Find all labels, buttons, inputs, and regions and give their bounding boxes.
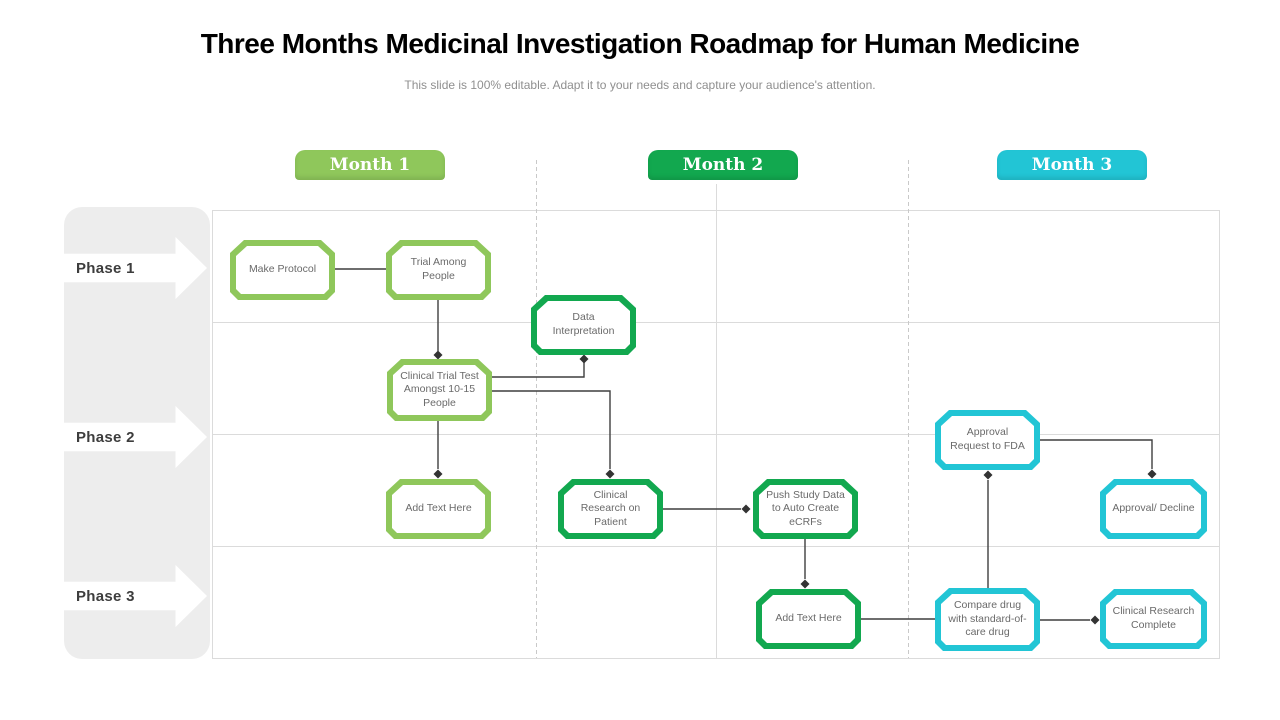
node-label: Clinical Research on Patient	[564, 485, 657, 533]
node-clinical-research-on-patient[interactable]: Clinical Research on Patient	[558, 479, 663, 539]
node-compare-drug[interactable]: Compare drug with standard-of-care drug	[935, 588, 1040, 651]
grid-lines	[212, 184, 1220, 659]
node-label: Data Interpretation	[537, 301, 630, 349]
node-push-study-data[interactable]: Push Study Data to Auto Create eCRFs	[753, 479, 858, 539]
connector-clinicaltrial-to-datainterpretation	[492, 362, 585, 378]
node-label: Push Study Data to Auto Create eCRFs	[759, 485, 852, 533]
node-clinical-trial-test[interactable]: Clinical Trial Test Amongst 10-15 People	[387, 359, 492, 421]
connector-approvalrequest-to-approvaldecline	[1040, 439, 1153, 469]
node-label: Clinical Trial Test Amongst 10-15 People	[393, 365, 486, 415]
node-label: Add Text Here	[762, 595, 855, 643]
connector-clinicaltrial-to-clinicalresearch	[492, 390, 611, 469]
node-label: Compare drug with standard-of-care drug	[941, 594, 1034, 645]
node-label: Approval Request to FDA	[941, 416, 1034, 464]
slide-title: Three Months Medicinal Investigation Roa…	[200, 28, 1080, 59]
node-approval-decline[interactable]: Approval/ Decline	[1100, 479, 1207, 539]
node-label: Approval/ Decline	[1106, 485, 1201, 533]
node-label: Trial Among People	[392, 246, 485, 294]
phase-2-label: Phase 2	[76, 428, 135, 446]
month-divider-dashed-lines	[536, 160, 909, 658]
slide-subtitle: This slide is 100% editable. Adapt it to…	[404, 78, 876, 92]
month-2-tab: Month 2	[648, 150, 798, 180]
month-3-tab: Month 3	[997, 150, 1147, 180]
month-1-label: Month 1	[329, 155, 411, 175]
node-add-text-here-2[interactable]: Add Text Here	[756, 589, 861, 649]
node-data-interpretation[interactable]: Data Interpretation	[531, 295, 636, 355]
node-clinical-research-complete[interactable]: Clinical Research Complete	[1100, 589, 1207, 649]
node-approval-request-fda[interactable]: Approval Request to FDA	[935, 410, 1040, 470]
node-label: Make Protocol	[236, 246, 329, 294]
month-2-label: Month 2	[682, 155, 764, 175]
month-3-label: Month 3	[1031, 155, 1113, 175]
node-label: Clinical Research Complete	[1106, 595, 1201, 643]
node-make-protocol[interactable]: Make Protocol	[230, 240, 335, 300]
node-trial-among-people[interactable]: Trial Among People	[386, 240, 491, 300]
node-label: Add Text Here	[392, 485, 485, 533]
phase-3-label: Phase 3	[76, 587, 135, 605]
month-1-tab: Month 1	[295, 150, 445, 180]
node-add-text-here-1[interactable]: Add Text Here	[386, 479, 491, 539]
phase-1-label: Phase 1	[76, 259, 135, 277]
